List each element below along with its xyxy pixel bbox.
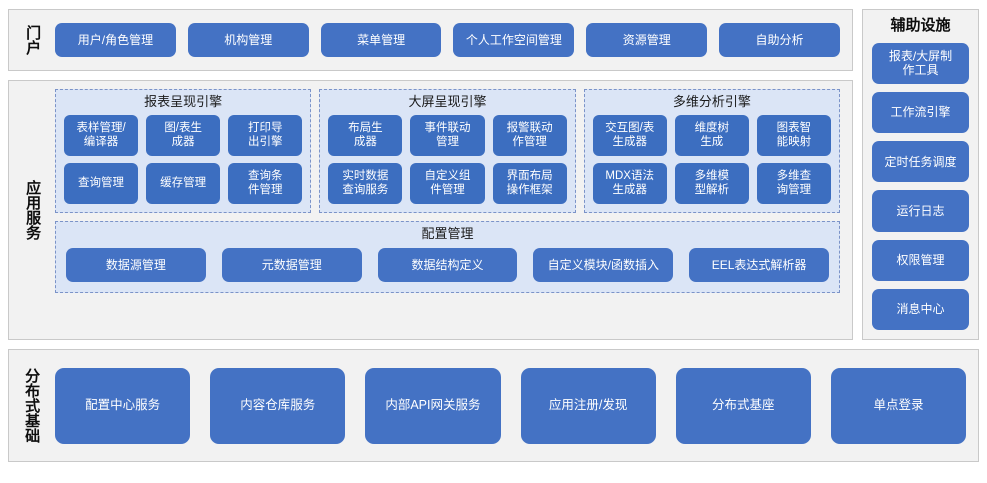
engine-item-mdx-syntax-generator[interactable]: MDX语法 生成器: [592, 163, 667, 205]
aux-item-permission-management[interactable]: 权限管理: [872, 239, 969, 281]
aux-item-message-center[interactable]: 消息中心: [872, 288, 969, 330]
aux-item-report-screen-design-tool[interactable]: 报表/大屏制 作工具: [872, 42, 969, 84]
engine-item-chart-table-generator[interactable]: 图/表生 成器: [146, 115, 221, 157]
engines-row: 报表呈现引擎 表样管理/ 编译器 图/表生 成器 打印导 出引擎 查询管理 缓存…: [55, 89, 840, 214]
config-item-eel-expression-parser[interactable]: EEL表达式解析器: [689, 247, 829, 282]
engine-item-cache-management[interactable]: 缓存管理: [146, 163, 221, 205]
foundation-button-distributed-base[interactable]: 分布式基座: [675, 367, 811, 444]
engine-item-ui-layout-framework[interactable]: 界面布局 操作框架: [492, 163, 567, 205]
engine-report-rendering: 报表呈现引擎 表样管理/ 编译器 图/表生 成器 打印导 出引擎 查询管理 缓存…: [55, 89, 312, 214]
engine-multidimensional-analysis-title: 多维分析引擎: [672, 94, 751, 109]
config-item-data-structure-definition[interactable]: 数据结构定义: [377, 247, 518, 282]
distributed-foundation-label: 分布式基础: [23, 368, 41, 443]
portal-button-user-role[interactable]: 用户/角色管理: [55, 23, 176, 57]
distributed-foundation-row: 配置中心服务 内容仓库服务 内部API网关服务 应用注册/发现 分布式基座 单点…: [53, 350, 968, 461]
engine-item-multidim-model-parsing[interactable]: 多维模 型解析: [674, 163, 749, 205]
top-area: 门户 用户/角色管理 机构管理 菜单管理 个人工作空间管理 资源管理 自助分析 …: [8, 9, 979, 340]
aux-item-workflow-engine[interactable]: 工作流引擎: [872, 91, 969, 133]
engine-item-interactive-chart-generator[interactable]: 交互图/表 生成器: [592, 115, 667, 157]
engine-item-multidim-query-management[interactable]: 多维查 询管理: [756, 163, 831, 205]
config-item-custom-module-function[interactable]: 自定义模块/函数插入: [533, 247, 674, 282]
engine-item-chart-smart-mapping[interactable]: 图表智 能映射: [756, 115, 831, 157]
engine-item-query-management[interactable]: 查询管理: [64, 163, 139, 205]
portal-section: 门户 用户/角色管理 机构管理 菜单管理 个人工作空间管理 资源管理 自助分析: [8, 9, 853, 71]
application-services-section: 应用服务 报表呈现引擎 表样管理/ 编译器 图/表生 成器 打印导 出引擎 查询…: [8, 80, 853, 340]
engine-item-print-export-engine[interactable]: 打印导 出引擎: [228, 115, 303, 157]
engine-item-template-manager[interactable]: 表样管理/ 编译器: [64, 115, 139, 157]
engine-item-custom-component-management[interactable]: 自定义组 件管理: [410, 163, 485, 205]
engine-item-layout-generator[interactable]: 布局生 成器: [328, 115, 403, 157]
foundation-button-single-sign-on[interactable]: 单点登录: [830, 367, 967, 444]
engine-item-realtime-data-query-service[interactable]: 实时数据 查询服务: [328, 163, 403, 205]
portal-button-workspace[interactable]: 个人工作空间管理: [453, 23, 575, 57]
configuration-management-title: 配置管理: [421, 226, 474, 242]
application-services-body: 报表呈现引擎 表样管理/ 编译器 图/表生 成器 打印导 出引擎 查询管理 缓存…: [55, 81, 844, 339]
application-services-label: 应用服务: [24, 180, 42, 240]
engine-large-screen-rendering-grid: 布局生 成器 事件联动 管理 报警联动 作管理 实时数据 查询服务 自定义组 件…: [328, 115, 567, 205]
foundation-button-content-repository-service[interactable]: 内容仓库服务: [210, 367, 346, 444]
configuration-management-row: 数据源管理 元数据管理 数据结构定义 自定义模块/函数插入 EEL表达式解析器: [66, 247, 829, 282]
engine-item-alarm-linkage-action-management[interactable]: 报警联动 作管理: [492, 115, 567, 157]
config-item-datasource-management[interactable]: 数据源管理: [66, 247, 206, 282]
engine-item-event-linkage-management[interactable]: 事件联动 管理: [410, 115, 485, 157]
portal-button-org[interactable]: 机构管理: [187, 23, 309, 57]
left-stack: 门户 用户/角色管理 机构管理 菜单管理 个人工作空间管理 资源管理 自助分析 …: [8, 9, 853, 340]
engine-report-rendering-grid: 表样管理/ 编译器 图/表生 成器 打印导 出引擎 查询管理 缓存管理 查询条 …: [64, 115, 303, 205]
engine-large-screen-rendering-title: 大屏呈现引擎: [408, 94, 487, 109]
portal-button-resource[interactable]: 资源管理: [586, 23, 708, 57]
portal-section-label: 门户: [24, 25, 42, 55]
engine-report-rendering-title: 报表呈现引擎: [144, 94, 223, 109]
auxiliary-facilities-title: 辅助设施: [890, 17, 951, 34]
engine-item-dimension-tree-generation[interactable]: 维度树 生成: [674, 115, 749, 157]
engine-multidimensional-analysis: 多维分析引擎 交互图/表 生成器 维度树 生成 图表智 能映射 MDX语法 生成…: [583, 89, 840, 214]
engine-item-query-condition-management[interactable]: 查询条 件管理: [228, 163, 303, 205]
foundation-button-app-registry-discovery[interactable]: 应用注册/发现: [520, 367, 656, 444]
engine-multidimensional-analysis-grid: 交互图/表 生成器 维度树 生成 图表智 能映射 MDX语法 生成器 多维模 型…: [592, 115, 831, 205]
auxiliary-facilities-list: 报表/大屏制 作工具 工作流引擎 定时任务调度 运行日志 权限管理 消息中心: [872, 42, 969, 330]
engine-large-screen-rendering: 大屏呈现引擎 布局生 成器 事件联动 管理 报警联动 作管理 实时数据 查询服务…: [319, 89, 576, 214]
config-item-metadata-management[interactable]: 元数据管理: [221, 247, 362, 282]
configuration-management-panel: 配置管理 数据源管理 元数据管理 数据结构定义 自定义模块/函数插入 EEL表达…: [55, 221, 840, 293]
distributed-foundation-section: 分布式基础 配置中心服务 内容仓库服务 内部API网关服务 应用注册/发现 分布…: [8, 349, 979, 462]
foundation-button-config-center-service[interactable]: 配置中心服务: [55, 367, 191, 444]
foundation-button-internal-api-gateway-service[interactable]: 内部API网关服务: [365, 367, 501, 444]
portal-button-self-analysis[interactable]: 自助分析: [719, 23, 840, 57]
auxiliary-facilities-section: 辅助设施 报表/大屏制 作工具 工作流引擎 定时任务调度 运行日志 权限管理 消…: [862, 9, 979, 340]
portal-button-row: 用户/角色管理 机构管理 菜单管理 个人工作空间管理 资源管理 自助分析: [55, 10, 844, 70]
aux-item-scheduled-task-scheduler[interactable]: 定时任务调度: [872, 141, 969, 183]
portal-button-menu[interactable]: 菜单管理: [320, 23, 442, 57]
aux-item-runtime-log[interactable]: 运行日志: [872, 190, 969, 232]
